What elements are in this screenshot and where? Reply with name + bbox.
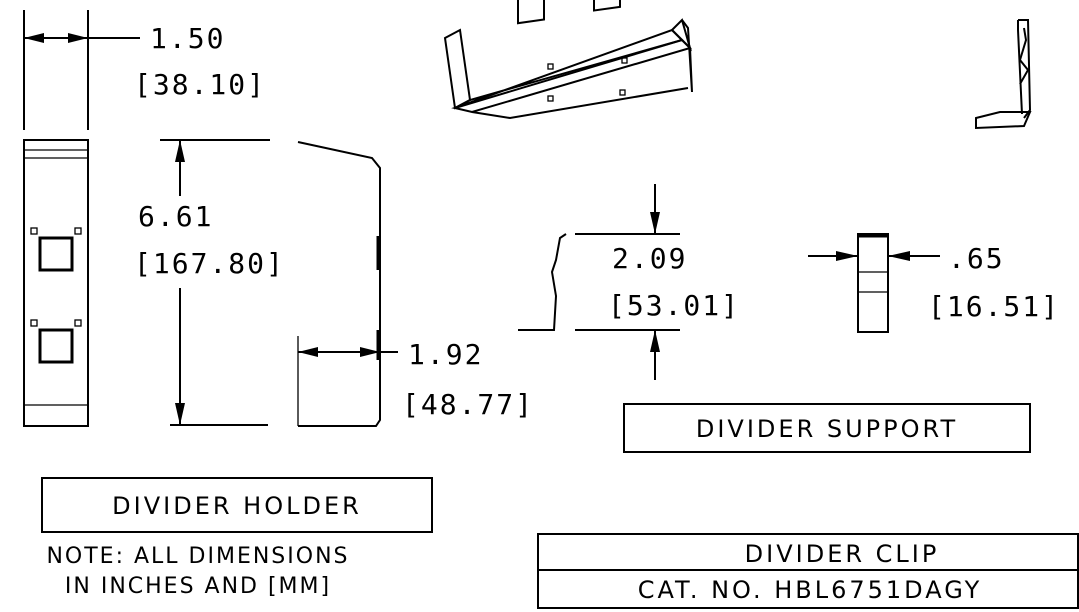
title-name: DIVIDER CLIP [745,540,940,568]
support-height-dimension [575,184,680,380]
holder-label: DIVIDER HOLDER [112,492,362,520]
holder-flange-inches: 1.92 [408,338,483,371]
holder-flange-mm: [48.77] [402,388,534,421]
holder-isometric-view [443,0,693,120]
support-side-profile [518,233,567,331]
holder-width-inches: 1.50 [150,22,225,55]
holder-height-dimension [160,139,270,426]
support-width-mm: [16.51] [928,290,1060,323]
holder-front-view [23,139,89,427]
holder-flange-dimension [297,336,398,426]
support-width-inches: .65 [948,242,1005,275]
holder-side-profile [297,141,381,427]
note-line-1: NOTE: ALL DIMENSIONS [46,544,349,569]
support-front-view [857,233,889,333]
holder-width-mm: [38.10] [134,68,266,101]
support-width-dimension [808,251,940,261]
support-height-mm: [53.01] [608,289,740,322]
support-isometric-view [975,19,1032,130]
title-block [537,533,1079,609]
title-catalog: CAT. NO. HBL6751DAGY [638,576,983,604]
holder-label-box [41,477,433,533]
support-label-box [623,403,1031,453]
holder-width-dimension [23,10,140,130]
support-label: DIVIDER SUPPORT [696,415,958,443]
holder-height-mm: [167.80] [134,247,285,280]
note-line-2: IN INCHES AND [MM] [65,574,331,599]
support-height-inches: 2.09 [612,242,687,275]
holder-height-inches: 6.61 [138,200,213,233]
